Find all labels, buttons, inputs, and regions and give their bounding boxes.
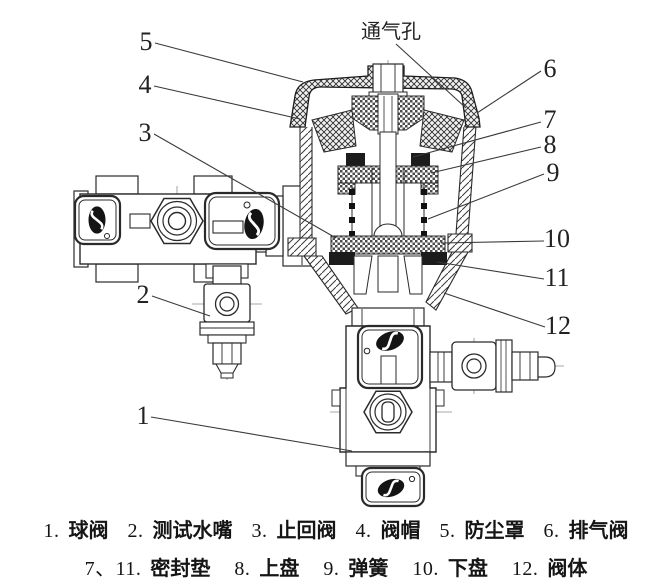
callout-1: 1 [137,401,150,430]
caption-item: 8. 上盘 [234,552,299,581]
leader-6 [476,70,542,114]
leader-9 [427,173,545,220]
caption-item: 4. 阀帽 [356,514,421,543]
leader-12 [443,292,546,328]
callout-6: 6 [544,54,557,83]
gasket-11-left [329,252,355,265]
caption-item: 9. 弹簧 [323,552,388,581]
cap-bolt [372,63,404,95]
dust-cover-shell [289,65,481,128]
left-flange [287,237,317,257]
caption-item: 7、11. 密封垫 [85,552,211,581]
test-nozzle [199,265,255,379]
vent-hole-label: 通气孔 [361,20,421,43]
lower-disc [330,235,446,255]
logo-dot [243,201,251,209]
callout-3: 3 [139,118,152,147]
leader-7 [412,121,542,158]
valve-body-walls [287,125,477,315]
caption-part-number: 1. [43,520,60,542]
check-valve-fin-right [403,255,423,295]
caption-part-name: 排气阀 [568,520,629,542]
caption-part-number: 5. [439,520,456,542]
logo-dot [104,233,110,239]
caption-part-number: 2. [127,520,144,542]
caption-line-2: 7、11. 密封垫 8. 上盘 9. 弹簧 10. 下盘 12. 阀体 [85,552,588,581]
caption-part-name: 阀体 [547,558,588,580]
caption-item: 2. 测试水嘴 [128,514,233,543]
caption-item: 10. 下盘 [412,552,488,581]
leader-11 [436,261,545,280]
gasket-11-right [421,252,447,265]
leader-4 [153,85,301,120]
leader-3 [153,133,337,239]
figure-caption: 1. 球阀 2. 测试水嘴 3. 止回阀 4. 阀帽 5. 防尘罩 6. 排气阀 7、11.… [0,508,672,581]
callout-9: 9 [547,158,560,187]
caption-part-number: 4. [355,520,372,542]
caption-part-number: 6. [543,520,560,542]
logo-dot [363,347,371,355]
callout-7: 7 [544,105,557,134]
brand-logo [87,205,107,235]
callout-4: 4 [139,70,152,99]
caption-part-name: 密封垫 [150,558,211,580]
callout-10: 10 [544,224,570,253]
check-valve-fin-left [353,255,373,295]
caption-part-name: 球阀 [68,520,109,542]
ball-valve-left [73,175,312,283]
caption-part-name: 防尘罩 [464,520,525,542]
caption-part-number: 8. [234,558,251,580]
logo-dot [408,475,416,483]
seal-left [311,109,357,153]
caption-line-1: 1. 球阀 2. 测试水嘴 3. 止回阀 4. 阀帽 5. 防尘罩 6. 排气阀 [44,514,629,543]
caption-part-number: 10. [412,558,439,580]
leader-vent [395,43,467,109]
leader-10 [440,240,545,244]
caption-part-number: 9. [323,558,340,580]
seal-right [419,109,465,153]
caption-part-name: 阀帽 [380,520,421,542]
caption-item: 1. 球阀 [44,514,109,543]
caption-part-name: 弹簧 [348,558,389,580]
leader-8 [430,146,542,174]
caption-item: 12. 阀体 [512,552,588,581]
caption-part-name: 下盘 [447,558,488,580]
leader-5 [154,42,304,83]
air-release-mechanism [311,93,465,295]
caption-item: 6. 排气阀 [544,514,629,543]
caption-part-number: 7、11. [84,558,142,580]
caption-part-name: 上盘 [259,558,300,580]
leader-1 [150,416,353,452]
callout-8: 8 [544,130,557,159]
callout-2: 2 [137,280,150,309]
ball-valve-bottom [331,307,556,508]
caption-item: 3. 止回阀 [252,514,337,543]
valve-cross-section-diagram: 通气孔 5 4 3 2 1 6 7 8 9 10 11 12 [73,20,571,508]
caption-part-number: 3. [251,520,268,542]
callout-11: 11 [544,263,569,292]
caption-part-name: 测试水嘴 [152,520,233,542]
test-nozzle-right [429,339,556,393]
leader-2 [151,295,211,317]
caption-part-name: 止回阀 [276,520,337,542]
callout-5: 5 [140,27,153,56]
check-valve-poppet [373,223,403,237]
gasket-7-left [346,153,365,166]
leader-lines [150,42,546,452]
spring [349,185,427,244]
callout-12: 12 [545,311,571,340]
funnel-right-wall [425,251,469,311]
caption-item: 5. 防尘罩 [440,514,525,543]
caption-part-number: 12. [511,558,539,580]
